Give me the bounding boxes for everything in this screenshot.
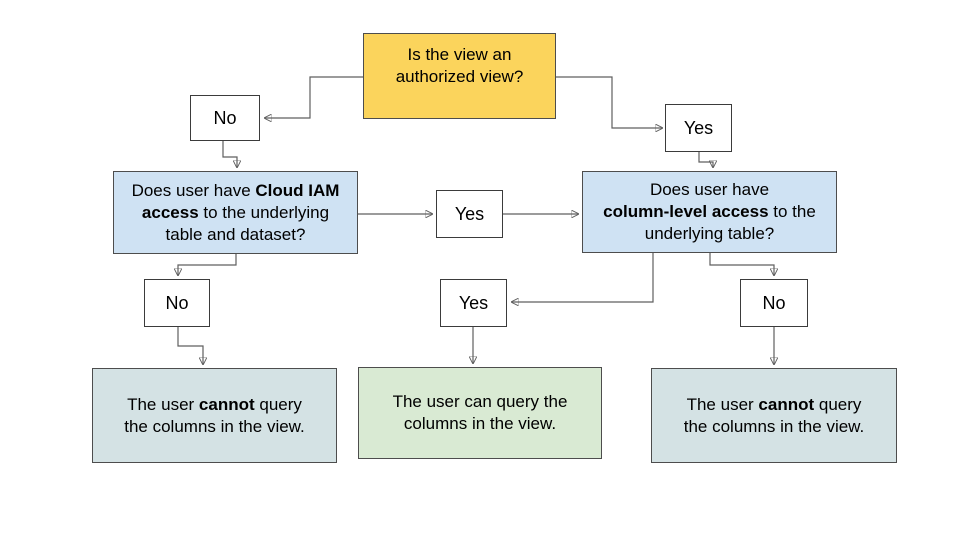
decision-cloud-iam-line1: Does user have Cloud IAM (132, 180, 340, 202)
branch-label-no-left: No (144, 279, 210, 327)
text-segment-bold: column-level access (603, 202, 769, 221)
branch-label-no-top: No (190, 95, 260, 141)
result-cannot-left-line1: The user cannot query (127, 394, 302, 416)
result-cannot-right-line1: The user cannot query (687, 394, 862, 416)
connector-no-to-result-left (177, 327, 203, 364)
result-can-line2: columns in the view. (403, 414, 557, 433)
result-can-query: The user can query the columns in the vi… (358, 367, 602, 459)
decision-authorized-view: Is the view an authorized view? (363, 33, 556, 119)
branch-label-yes-mid: Yes (436, 190, 503, 238)
decision-cloud-iam-line3: table and dataset? (165, 224, 306, 244)
result-cannot-query-left: The user cannot query the columns in the… (92, 368, 337, 463)
text-segment-bold: cannot (758, 394, 815, 414)
branch-label-no-top-text: No (213, 108, 237, 128)
decision-column-level-access: Does user have column-level access to th… (582, 171, 837, 253)
text-segment-bold: access (141, 202, 199, 222)
result-cannot-left-line2: the columns in the view. (124, 416, 305, 436)
text-segment: to the underlying (198, 202, 330, 222)
connector-iam-to-no (178, 254, 237, 275)
text-segment: query (254, 394, 302, 414)
connector-root-to-no (265, 76, 363, 118)
decision-authorized-view-line2: authorized view? (395, 67, 524, 86)
branch-label-yes-top-text: Yes (683, 118, 714, 138)
branch-label-yes-bottom: Yes (440, 279, 507, 327)
text-segment: to the (768, 202, 816, 221)
result-can-line1: The user can query the (392, 392, 568, 411)
decision-cloud-iam-line2: access to the underlying (142, 202, 329, 224)
result-cannot-right-line2: the columns in the view. (683, 416, 865, 436)
branch-label-no-right: No (740, 279, 808, 327)
decision-column-level-line3: underlying table? (644, 224, 775, 243)
result-cannot-query-right: The user cannot query the columns in the… (651, 368, 897, 463)
text-segment: The user (127, 394, 199, 414)
text-segment: query (814, 394, 862, 414)
text-segment: The user (686, 394, 759, 414)
decision-cloud-iam-access: Does user have Cloud IAM access to the u… (113, 171, 358, 254)
decision-authorized-view-line1: Is the view an (407, 45, 512, 64)
connector-column-to-yes-bottom (512, 253, 654, 302)
connector-root-to-yes (556, 76, 662, 128)
branch-label-yes-mid-text: Yes (454, 204, 485, 224)
text-segment: Does user have (131, 180, 256, 200)
text-segment-bold: Cloud IAM (255, 180, 340, 200)
connector-column-to-no-right (709, 253, 774, 275)
branch-label-no-right-text: No (762, 293, 786, 313)
connector-yes-to-column-question (698, 152, 713, 167)
branch-label-no-left-text: No (165, 293, 189, 313)
decision-column-level-line2: column-level access to the (603, 201, 816, 223)
branch-label-yes-top: Yes (665, 104, 732, 152)
connector-no-to-iam-question (222, 141, 237, 167)
text-segment-bold: cannot (198, 394, 255, 414)
decision-column-level-line1: Does user have (649, 180, 770, 199)
branch-label-yes-bottom-text: Yes (458, 293, 489, 313)
